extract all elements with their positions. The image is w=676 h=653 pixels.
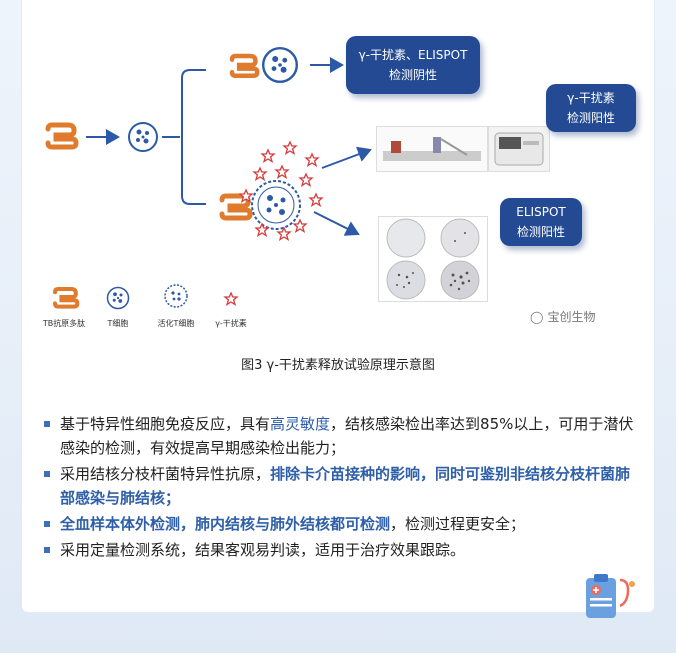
watermark-text: 宝创生物 (547, 310, 596, 324)
box-line: γ-干扰素 (567, 91, 615, 105)
bullet-square-icon (44, 521, 50, 527)
legend-tb-antigen-label: TB抗原多肽 (42, 319, 86, 328)
arrow (313, 211, 360, 236)
legend-t-cell-label: T细胞 (107, 319, 129, 328)
box-line: 检测阳性 (516, 225, 565, 239)
legend-ifn-label: γ-干扰素 (215, 319, 247, 328)
feature-list: 基于特异性细胞免疫反应，具有高灵敏度，结核感染检出率达到85%以上，可用于潜伏感… (44, 412, 634, 564)
activated-t-cell-shape (251, 180, 301, 230)
feature-item: 采用定量检测系统，结果客观易判读，适用于治疗效果跟踪。 (44, 538, 634, 562)
negative-result-box: γ-干扰素、ELISPOT 检测阴性 (346, 36, 480, 94)
figure-caption: 图3 γ-干扰素释放试验原理示意图 (241, 358, 435, 373)
box-line: 检测阳性 (566, 111, 615, 125)
bullet-square-icon (44, 471, 50, 477)
arrow (321, 146, 372, 169)
box-line: ELISPOT (516, 205, 566, 219)
tb-antigen-shape (232, 56, 257, 76)
bullet-square-icon (44, 421, 50, 427)
principle-diagram (0, 47, 372, 310)
t-cell-shape (262, 47, 298, 84)
feature-text: 基于特异性细胞免疫反应，具有 (60, 415, 271, 433)
feature-text: 全血样本体外检测，肺内结核与肺外结核都可检测 (60, 515, 391, 533)
feature-item: 基于特异性细胞免疫反应，具有高灵敏度，结核感染检出率达到85%以上，可用于潜伏感… (44, 412, 634, 460)
branch-bracket (162, 69, 206, 205)
feature-text: ，结核感染检出率达到85%以上，可用于潜伏感染的检测，有效提高早期感染检出能力； (60, 415, 634, 457)
elispot-positive-box: ELISPOT 检测阳性 (500, 198, 582, 246)
feature-text: 排除卡介苗接种的影响，同时可鉴别非结核分枝杆菌肺部感染与肺结核； (60, 465, 631, 507)
elisa-plate-photo (376, 126, 488, 172)
feature-item: 采用结核分枝杆菌特异性抗原，排除卡介苗接种的影响，同时可鉴别非结核分枝杆菌肺部感… (44, 462, 634, 510)
reader-device-photo (488, 126, 550, 172)
watermark: ◯ 宝创生物 (530, 308, 595, 325)
box-line: γ-干扰素、ELISPOT (358, 48, 468, 62)
legend-t-cell-icon (106, 286, 130, 310)
t-cell-shape (128, 122, 158, 152)
legend-antigen-icon (55, 289, 77, 307)
tb-antigen-shape (48, 125, 76, 147)
bullet-square-icon (44, 547, 50, 553)
wechat-icon: ◯ (530, 309, 544, 324)
box-line: 检测阴性 (388, 68, 437, 82)
medical-clipboard-icon (586, 574, 635, 618)
feature-item: 全血样本体外检测，肺内结核与肺外结核都可检测，检测过程更安全； (44, 512, 634, 536)
feature-text: 采用定量检测系统，结果客观易判读，适用于治疗效果跟踪。 (60, 541, 466, 559)
feature-text: ，检测过程更安全； (390, 515, 526, 533)
legend-activated-t-cell-label: 活化T细胞 (157, 319, 195, 328)
elispot-wells-photo (378, 216, 488, 302)
ifn-positive-box: γ-干扰素 检测阳性 (546, 84, 636, 132)
feature-text: 采用结核分枝杆菌特异性抗原， (60, 465, 271, 483)
legend-activated-t-cell-icon (164, 284, 188, 308)
legend-ifn-icon (224, 292, 238, 306)
feature-text: 高灵敏度 (270, 415, 331, 433)
